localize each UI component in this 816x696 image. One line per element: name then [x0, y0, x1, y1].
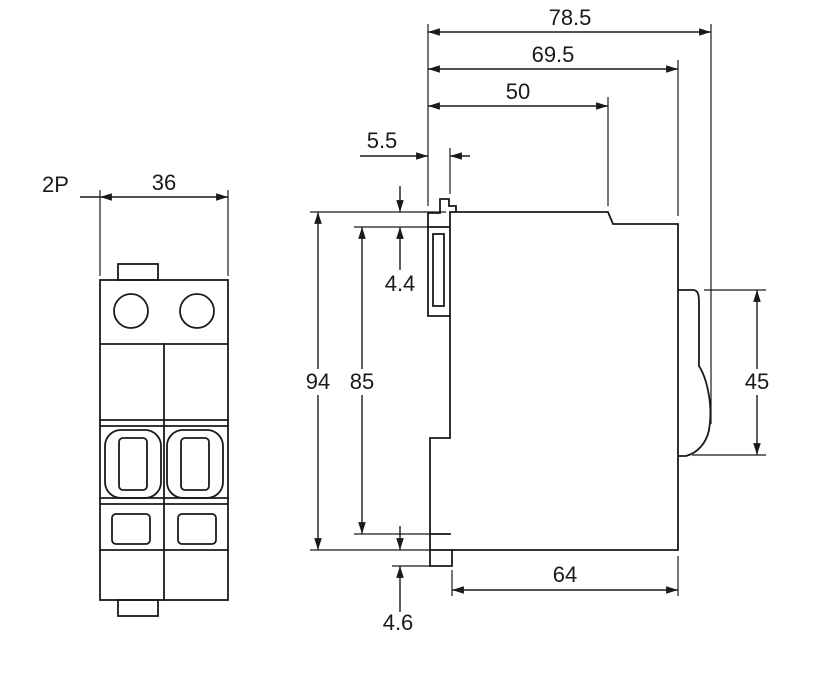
front-view — [99, 263, 229, 617]
extension-lines — [99, 24, 766, 596]
dim-label-4-6: 4.6 — [383, 610, 414, 635]
toggle-handle-profile — [677, 289, 712, 457]
dimension-lines — [80, 28, 761, 612]
front-bottom-clip — [117, 599, 159, 617]
dim-label-94: 94 — [306, 369, 330, 394]
front-top-clip — [117, 263, 159, 281]
toggle-right-handle — [180, 437, 210, 491]
dim-label-4-4: 4.4 — [385, 271, 416, 296]
toggle-left-handle — [118, 437, 148, 491]
terminal-hole-right — [179, 293, 215, 329]
dim-label-69-5: 69.5 — [532, 42, 575, 67]
toggle-left-outline — [104, 429, 162, 499]
side-body-outline — [429, 211, 679, 567]
dim-label-78-5: 78.5 — [549, 5, 592, 30]
toggle-right-outline — [166, 429, 224, 499]
terminal-hole-left — [113, 293, 149, 329]
din-clip-slot — [432, 233, 445, 307]
dim-label-64: 64 — [553, 562, 577, 587]
dimension-labels: 2P 36 78.5 69.5 50 5.5 4.4 94 85 45 64 4… — [42, 5, 775, 635]
dim-label-50: 50 — [506, 79, 530, 104]
side-view — [427, 198, 712, 567]
dim-label-5-5: 5.5 — [367, 128, 398, 153]
dim-label-45: 45 — [745, 369, 769, 394]
dim-label-85: 85 — [350, 369, 374, 394]
dim-label-2p: 2P — [42, 172, 69, 197]
terminal-screw-left — [111, 513, 151, 545]
terminal-screw-right — [177, 513, 217, 545]
dim-label-36: 36 — [152, 170, 176, 195]
din-clip-profile — [427, 198, 457, 317]
